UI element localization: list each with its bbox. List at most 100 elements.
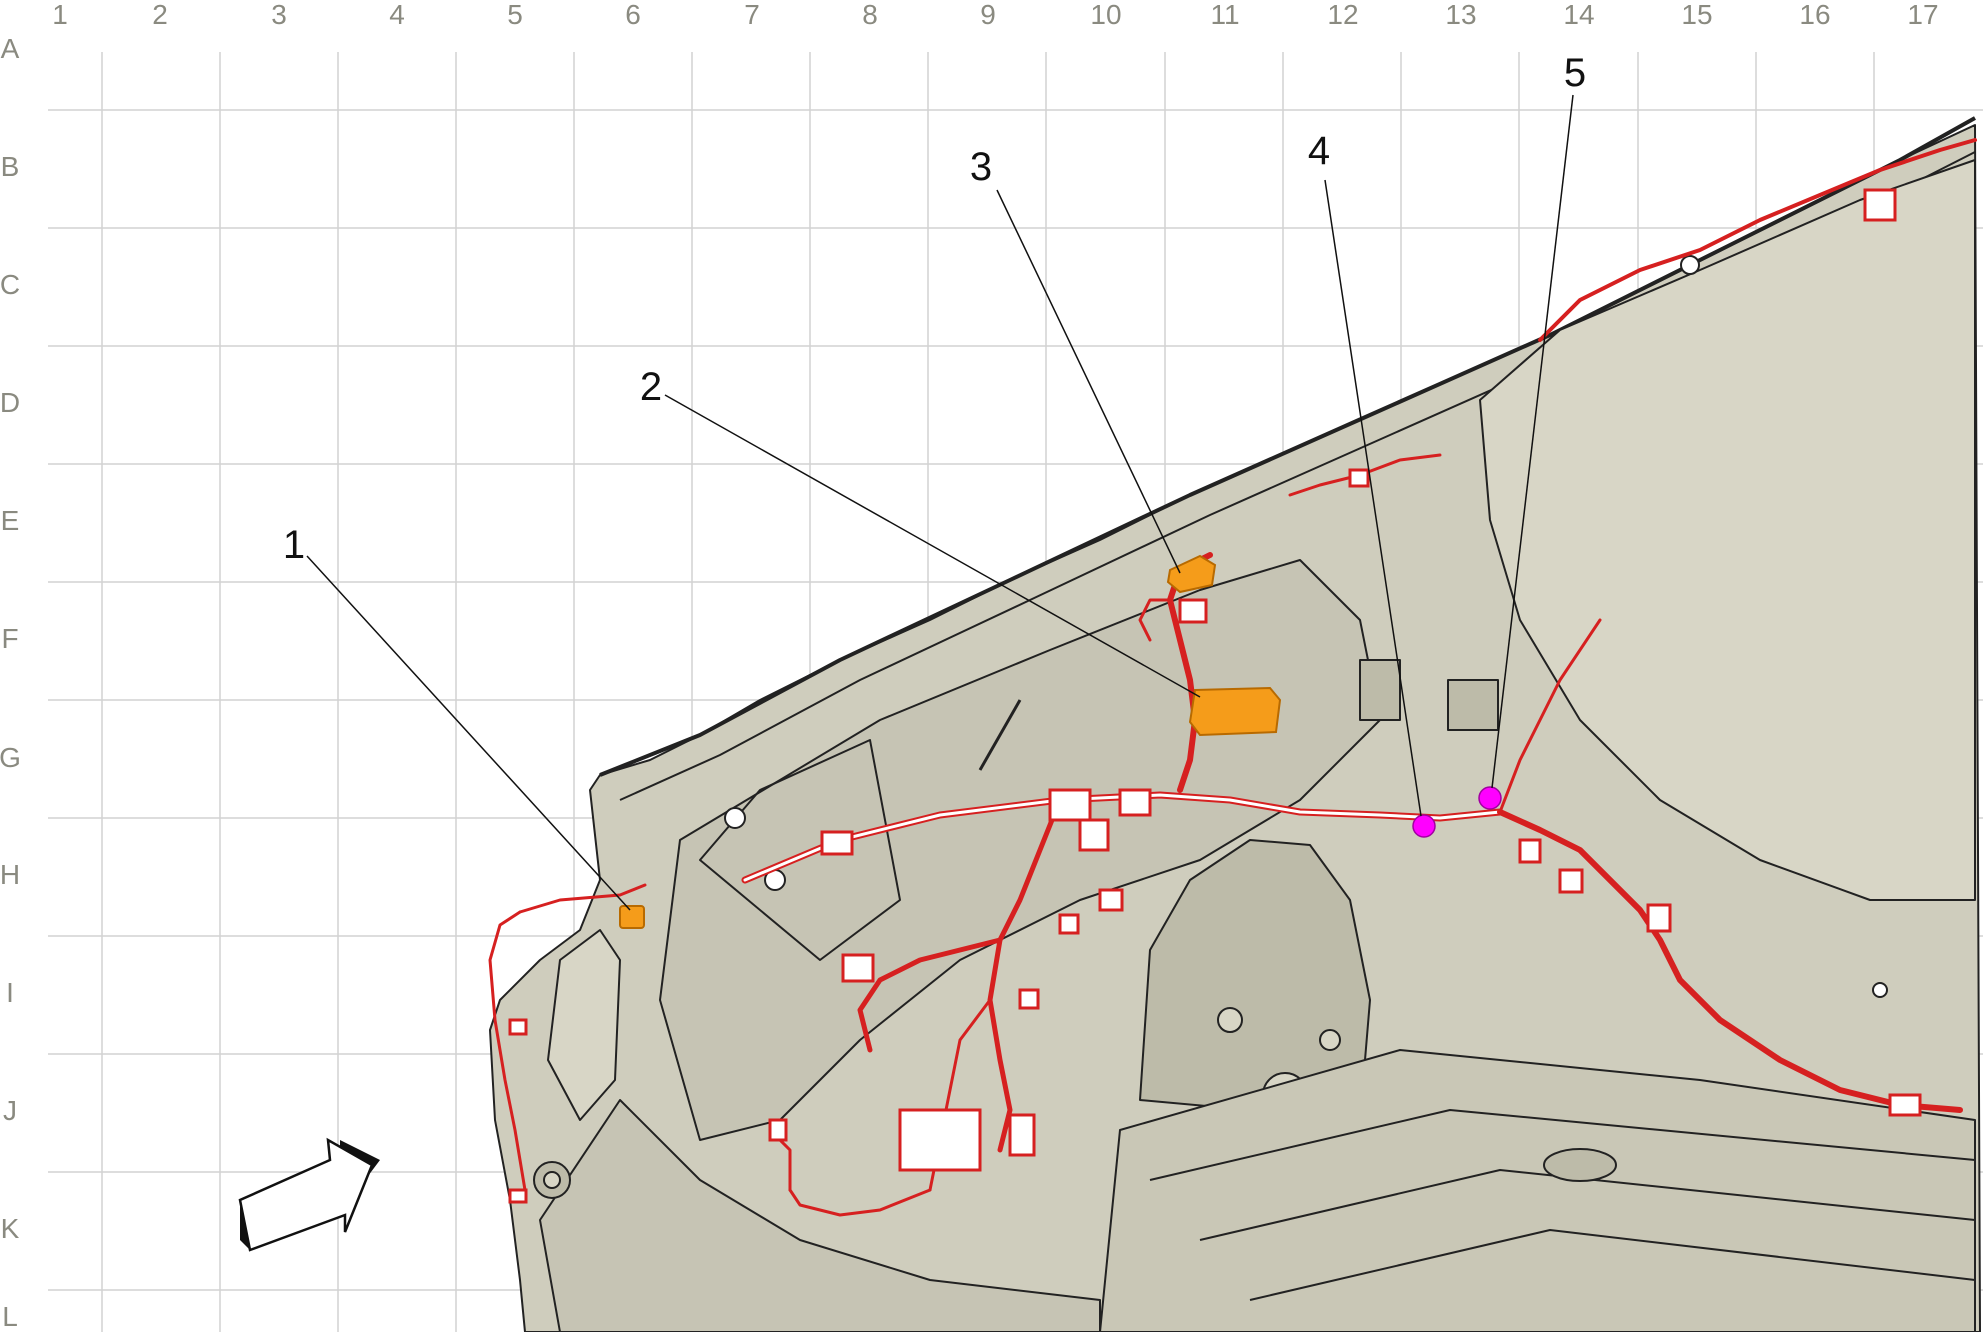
row-label: J bbox=[3, 1095, 17, 1126]
harness-branch bbox=[1138, 598, 1172, 642]
column-label: 4 bbox=[389, 0, 405, 30]
harness-branch bbox=[987, 797, 1063, 1153]
grid-column-labels: 1 2 3 4 5 6 7 8 9 10 11 12 13 14 15 16 1… bbox=[52, 0, 1938, 30]
callout-labels: 1 2 3 4 5 bbox=[283, 51, 1586, 567]
floor-rib bbox=[1149, 1109, 1976, 1181]
column-label: 13 bbox=[1445, 0, 1476, 30]
harness-connector bbox=[1048, 788, 1092, 822]
harness-connector bbox=[841, 953, 875, 983]
harness-connector bbox=[1863, 188, 1897, 222]
mount-hole bbox=[1872, 982, 1888, 998]
harness-connector bbox=[1018, 988, 1040, 1010]
harness-connector bbox=[1118, 788, 1152, 817]
harness-branch bbox=[518, 883, 647, 914]
floor-rib bbox=[1199, 1169, 1976, 1241]
arrow-side bbox=[240, 1200, 250, 1250]
harness-connector bbox=[1078, 818, 1110, 852]
row-label: C bbox=[0, 269, 20, 300]
harness-connectors bbox=[508, 188, 1922, 1204]
trunk-floor bbox=[1099, 1049, 1976, 1332]
harness-branch bbox=[488, 910, 527, 1202]
harness-connector bbox=[1098, 888, 1124, 912]
column-label: 2 bbox=[152, 0, 168, 30]
mount-hole bbox=[724, 807, 746, 829]
column-label: 12 bbox=[1327, 0, 1358, 30]
hinge-bracket bbox=[1359, 659, 1401, 721]
harness-connector bbox=[1646, 903, 1672, 933]
wiring-harness bbox=[488, 138, 1977, 1217]
roof-rail bbox=[599, 116, 1976, 777]
row-label: D bbox=[0, 387, 20, 418]
arrow-face bbox=[238, 1137, 374, 1252]
harness-branch bbox=[1538, 138, 1977, 342]
leader-line-1 bbox=[306, 555, 631, 911]
callout-label-1: 1 bbox=[283, 523, 305, 567]
ground-point-5 bbox=[1478, 786, 1502, 810]
row-label: H bbox=[0, 859, 20, 890]
view-direction-arrow-icon bbox=[238, 1137, 380, 1252]
harness-connector bbox=[1888, 1093, 1922, 1117]
spare-well bbox=[1543, 1148, 1617, 1182]
harness-branch bbox=[788, 1188, 932, 1217]
harness-branch bbox=[1497, 809, 1963, 1113]
wheelhouse-hole bbox=[1319, 1029, 1341, 1051]
rear-end-panel bbox=[539, 1099, 1101, 1332]
row-label: I bbox=[6, 977, 14, 1008]
column-label: 5 bbox=[507, 0, 523, 30]
row-label: K bbox=[1, 1213, 20, 1244]
mount-hole bbox=[1680, 255, 1700, 275]
harness-connector bbox=[768, 1118, 788, 1142]
harness-connector bbox=[508, 1188, 528, 1204]
harness-branch bbox=[857, 937, 1003, 1053]
grommet bbox=[543, 1171, 561, 1189]
row-label: L bbox=[2, 1301, 18, 1332]
tail-lamp-pocket bbox=[547, 929, 621, 1121]
column-label: 14 bbox=[1563, 0, 1594, 30]
leader-line-3 bbox=[996, 189, 1181, 574]
floor-rib bbox=[1249, 1229, 1976, 1301]
row-label: E bbox=[1, 505, 20, 536]
ground-points bbox=[1412, 786, 1502, 838]
column-label: 10 bbox=[1090, 0, 1121, 30]
row-label: G bbox=[0, 742, 21, 773]
column-label: 3 bbox=[271, 0, 287, 30]
harness-branch bbox=[1498, 618, 1602, 814]
ground-point-4 bbox=[1412, 814, 1436, 838]
trunk-strut bbox=[978, 699, 1022, 771]
harness-connector bbox=[1178, 598, 1208, 624]
highlighted-components bbox=[619, 554, 1282, 929]
harness-connector bbox=[1518, 838, 1542, 864]
callout-label-3: 3 bbox=[970, 145, 992, 189]
leader-line-2 bbox=[664, 394, 1201, 698]
column-label: 11 bbox=[1210, 0, 1239, 30]
callout-leaders bbox=[306, 94, 1574, 911]
column-label: 9 bbox=[980, 0, 996, 30]
harness-connector bbox=[508, 1018, 528, 1036]
column-label: 15 bbox=[1681, 0, 1712, 30]
component-1-connector bbox=[619, 905, 645, 929]
harness-connector bbox=[820, 830, 854, 856]
harness-connector bbox=[1058, 913, 1080, 935]
column-label: 6 bbox=[625, 0, 641, 30]
callout-label-2: 2 bbox=[640, 365, 662, 409]
callout-label-5: 5 bbox=[1564, 51, 1586, 95]
component-2-module bbox=[1188, 686, 1282, 737]
component-3-connector bbox=[1166, 554, 1217, 594]
column-label: 17 bbox=[1907, 0, 1938, 30]
grid-row-labels: A B C D E F G H I J K L bbox=[0, 33, 21, 1332]
harness-trunk-inner bbox=[743, 793, 1502, 882]
wheelhouse-hole bbox=[1217, 1007, 1243, 1033]
row-label: F bbox=[1, 623, 18, 654]
harness-connector bbox=[1348, 468, 1370, 488]
leader-line-4 bbox=[1324, 179, 1422, 817]
column-label: 1 bbox=[52, 0, 68, 30]
row-label: A bbox=[1, 33, 20, 64]
hinge-bracket bbox=[1447, 679, 1499, 731]
row-label: B bbox=[1, 151, 20, 182]
harness-connector bbox=[898, 1108, 982, 1172]
column-label: 16 bbox=[1799, 0, 1830, 30]
callout-label-4: 4 bbox=[1308, 129, 1330, 173]
trunk-opening bbox=[1479, 159, 1976, 901]
column-label: 8 bbox=[862, 0, 878, 30]
